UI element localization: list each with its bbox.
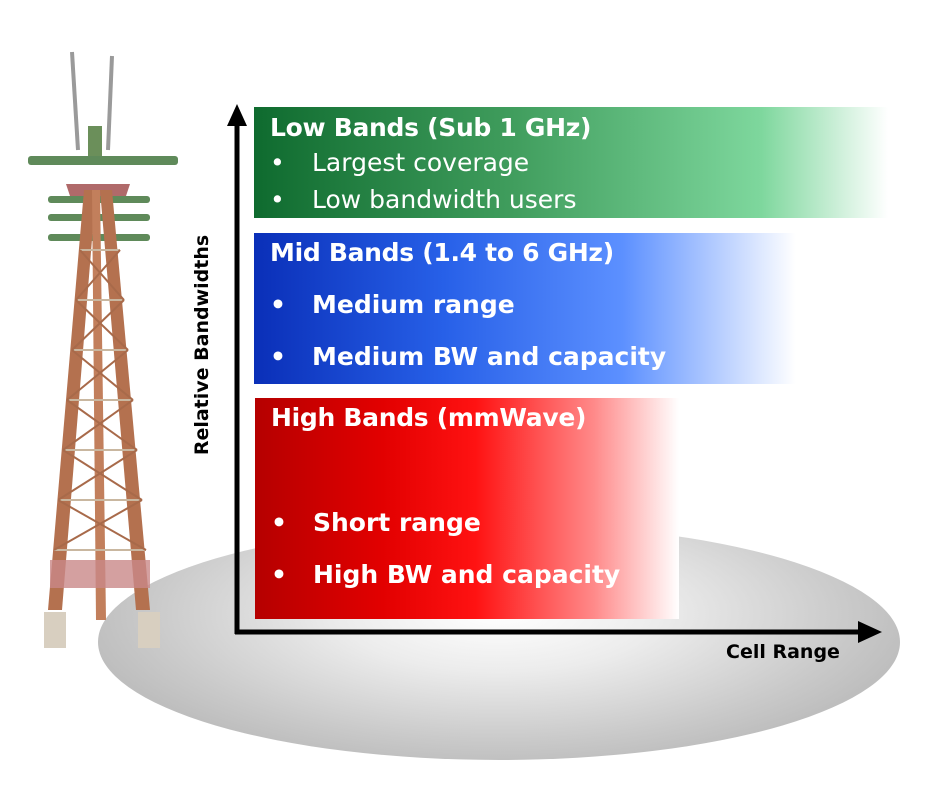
mid-bands-item-range: •Medium range <box>270 290 515 319</box>
y-axis-label: Relative Bandwidths <box>191 234 213 456</box>
mid-bands-title: Mid Bands (1.4 to 6 GHz) <box>270 238 614 267</box>
bullet: • <box>270 342 286 371</box>
y-axis-arrowhead <box>227 104 247 126</box>
mid-bands-item-capacity: •Medium BW and capacity <box>270 342 667 371</box>
bullet: • <box>271 560 287 589</box>
bullet: • <box>270 148 285 177</box>
high-bands-item-capacity: •High BW and capacity <box>271 560 621 589</box>
low-bands-item-coverage: •Largest coverage <box>270 148 530 177</box>
high-bands-title: High Bands (mmWave) <box>271 403 587 432</box>
high-bands-item-range: •Short range <box>271 508 481 537</box>
low-bands-box: Low Bands (Sub 1 GHz) •Largest coverage … <box>254 107 888 218</box>
x-axis-label: Cell Range <box>726 641 840 663</box>
bullet: • <box>270 185 285 214</box>
x-axis-arrowhead <box>858 621 882 643</box>
low-bands-title: Low Bands (Sub 1 GHz) <box>270 113 592 142</box>
bullet: • <box>270 290 286 319</box>
low-bands-item-users: •Low bandwidth users <box>270 185 577 214</box>
bullet: • <box>271 508 287 537</box>
high-bands-box: High Bands (mmWave) •Short range •High B… <box>255 398 679 619</box>
mid-bands-box: Mid Bands (1.4 to 6 GHz) •Medium range •… <box>254 233 796 384</box>
